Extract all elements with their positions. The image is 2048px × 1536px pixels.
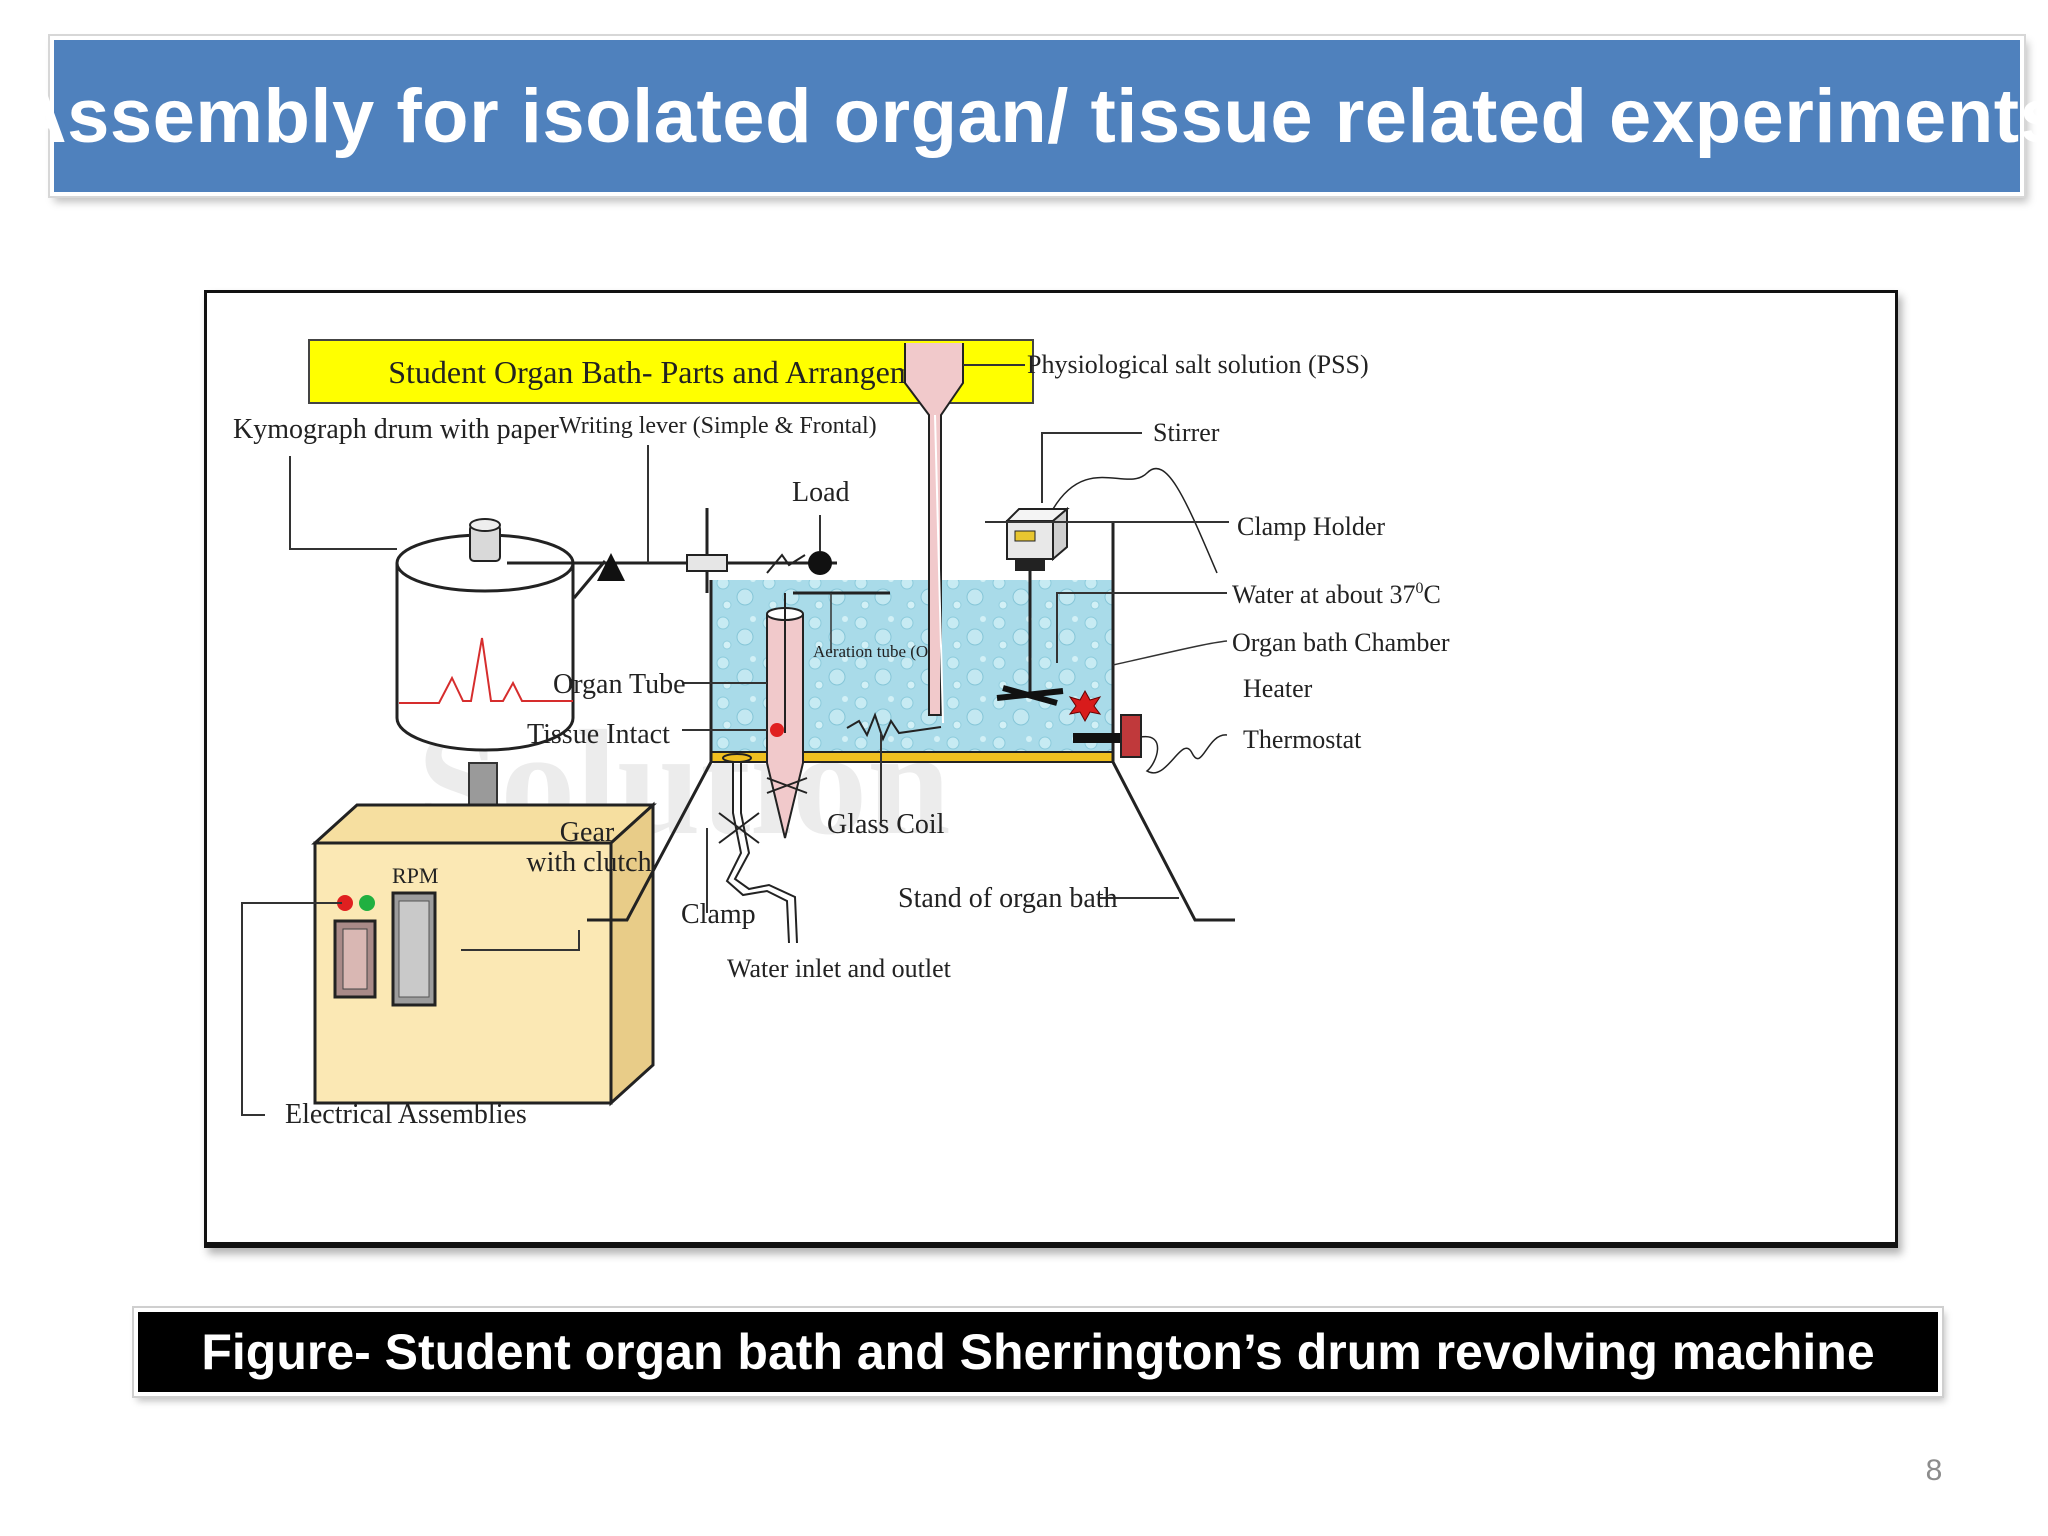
label-load: Load xyxy=(792,477,850,508)
label-clamp-holder: Clamp Holder xyxy=(1237,512,1385,541)
water-temp-text: Water at about 37 xyxy=(1232,580,1415,609)
label-rpm: RPM xyxy=(392,863,438,888)
label-glass-coil: Glass Coil xyxy=(827,809,945,840)
water-temp-unit: C xyxy=(1423,580,1440,609)
label-organ-bath-chamber: Organ bath Chamber xyxy=(1232,628,1450,657)
organ-bath-diagram: Student Organ Bath- Parts and Arrangemen… xyxy=(233,339,1450,1130)
label-electrical: Electrical Assemblies xyxy=(285,1099,527,1130)
thermostat-box xyxy=(1120,714,1142,758)
label-aeration-tube: Aeration tube (O2) xyxy=(813,642,940,664)
organ-bath-figure: Student Organ Bath- Parts and Arrangemen… xyxy=(204,290,1898,1248)
label-thermostat: Thermostat xyxy=(1243,725,1362,754)
title-box-label: Student Organ Bath- Parts and Arrangemen… xyxy=(388,354,954,390)
tissue xyxy=(770,723,784,737)
label-writing-lever: Writing lever (Simple & Frontal) xyxy=(559,413,877,439)
slide-title: Assembly for isolated organ/ tissue rela… xyxy=(11,73,2048,159)
label-kymograph: Kymograph drum with paper xyxy=(233,414,559,445)
slide-title-bar: Assembly for isolated organ/ tissue rela… xyxy=(12,36,2048,196)
lever-fulcrum xyxy=(597,553,625,581)
label-organ-tube: Organ Tube xyxy=(553,669,686,700)
figure-caption-bar: Figure- Student organ bath and Sherringt… xyxy=(134,1308,1942,1396)
pss-reservoir xyxy=(904,343,964,716)
label-stand: Stand of organ bath xyxy=(898,883,1118,914)
electrical-box: RPM xyxy=(311,801,657,1107)
page-number: 8 xyxy=(1925,1454,1943,1487)
label-stirrer: Stirrer xyxy=(1153,418,1220,447)
label-heater: Heater xyxy=(1243,674,1313,703)
green-indicator-light xyxy=(359,895,375,911)
glass-coil xyxy=(846,712,942,742)
label-water-inlet: Water inlet and outlet xyxy=(727,954,952,983)
label-gear-line1: Gear xyxy=(560,817,615,848)
label-water-temp: Water at about 370C xyxy=(1232,580,1441,609)
figure-caption: Figure- Student organ bath and Sherringt… xyxy=(201,1324,1875,1380)
red-indicator-light xyxy=(337,895,353,911)
kymograph-trace xyxy=(399,637,573,704)
label-tissue-intact: Tissue Intact xyxy=(527,719,670,750)
label-pss: Physiological salt solution (PSS) xyxy=(1027,350,1369,379)
clamp-icon xyxy=(718,812,760,844)
bath-stand xyxy=(587,761,713,922)
stirrer xyxy=(996,467,1218,706)
heater-star xyxy=(1068,689,1102,723)
water-inlet-tube xyxy=(725,762,790,944)
load-weight xyxy=(808,551,832,575)
water-temp-sup: 0 xyxy=(1415,580,1423,597)
label-gear-line2: with clutch xyxy=(526,847,651,878)
aeration-text: Aeration tube (O xyxy=(813,642,928,661)
label-clamp: Clamp xyxy=(681,899,756,930)
